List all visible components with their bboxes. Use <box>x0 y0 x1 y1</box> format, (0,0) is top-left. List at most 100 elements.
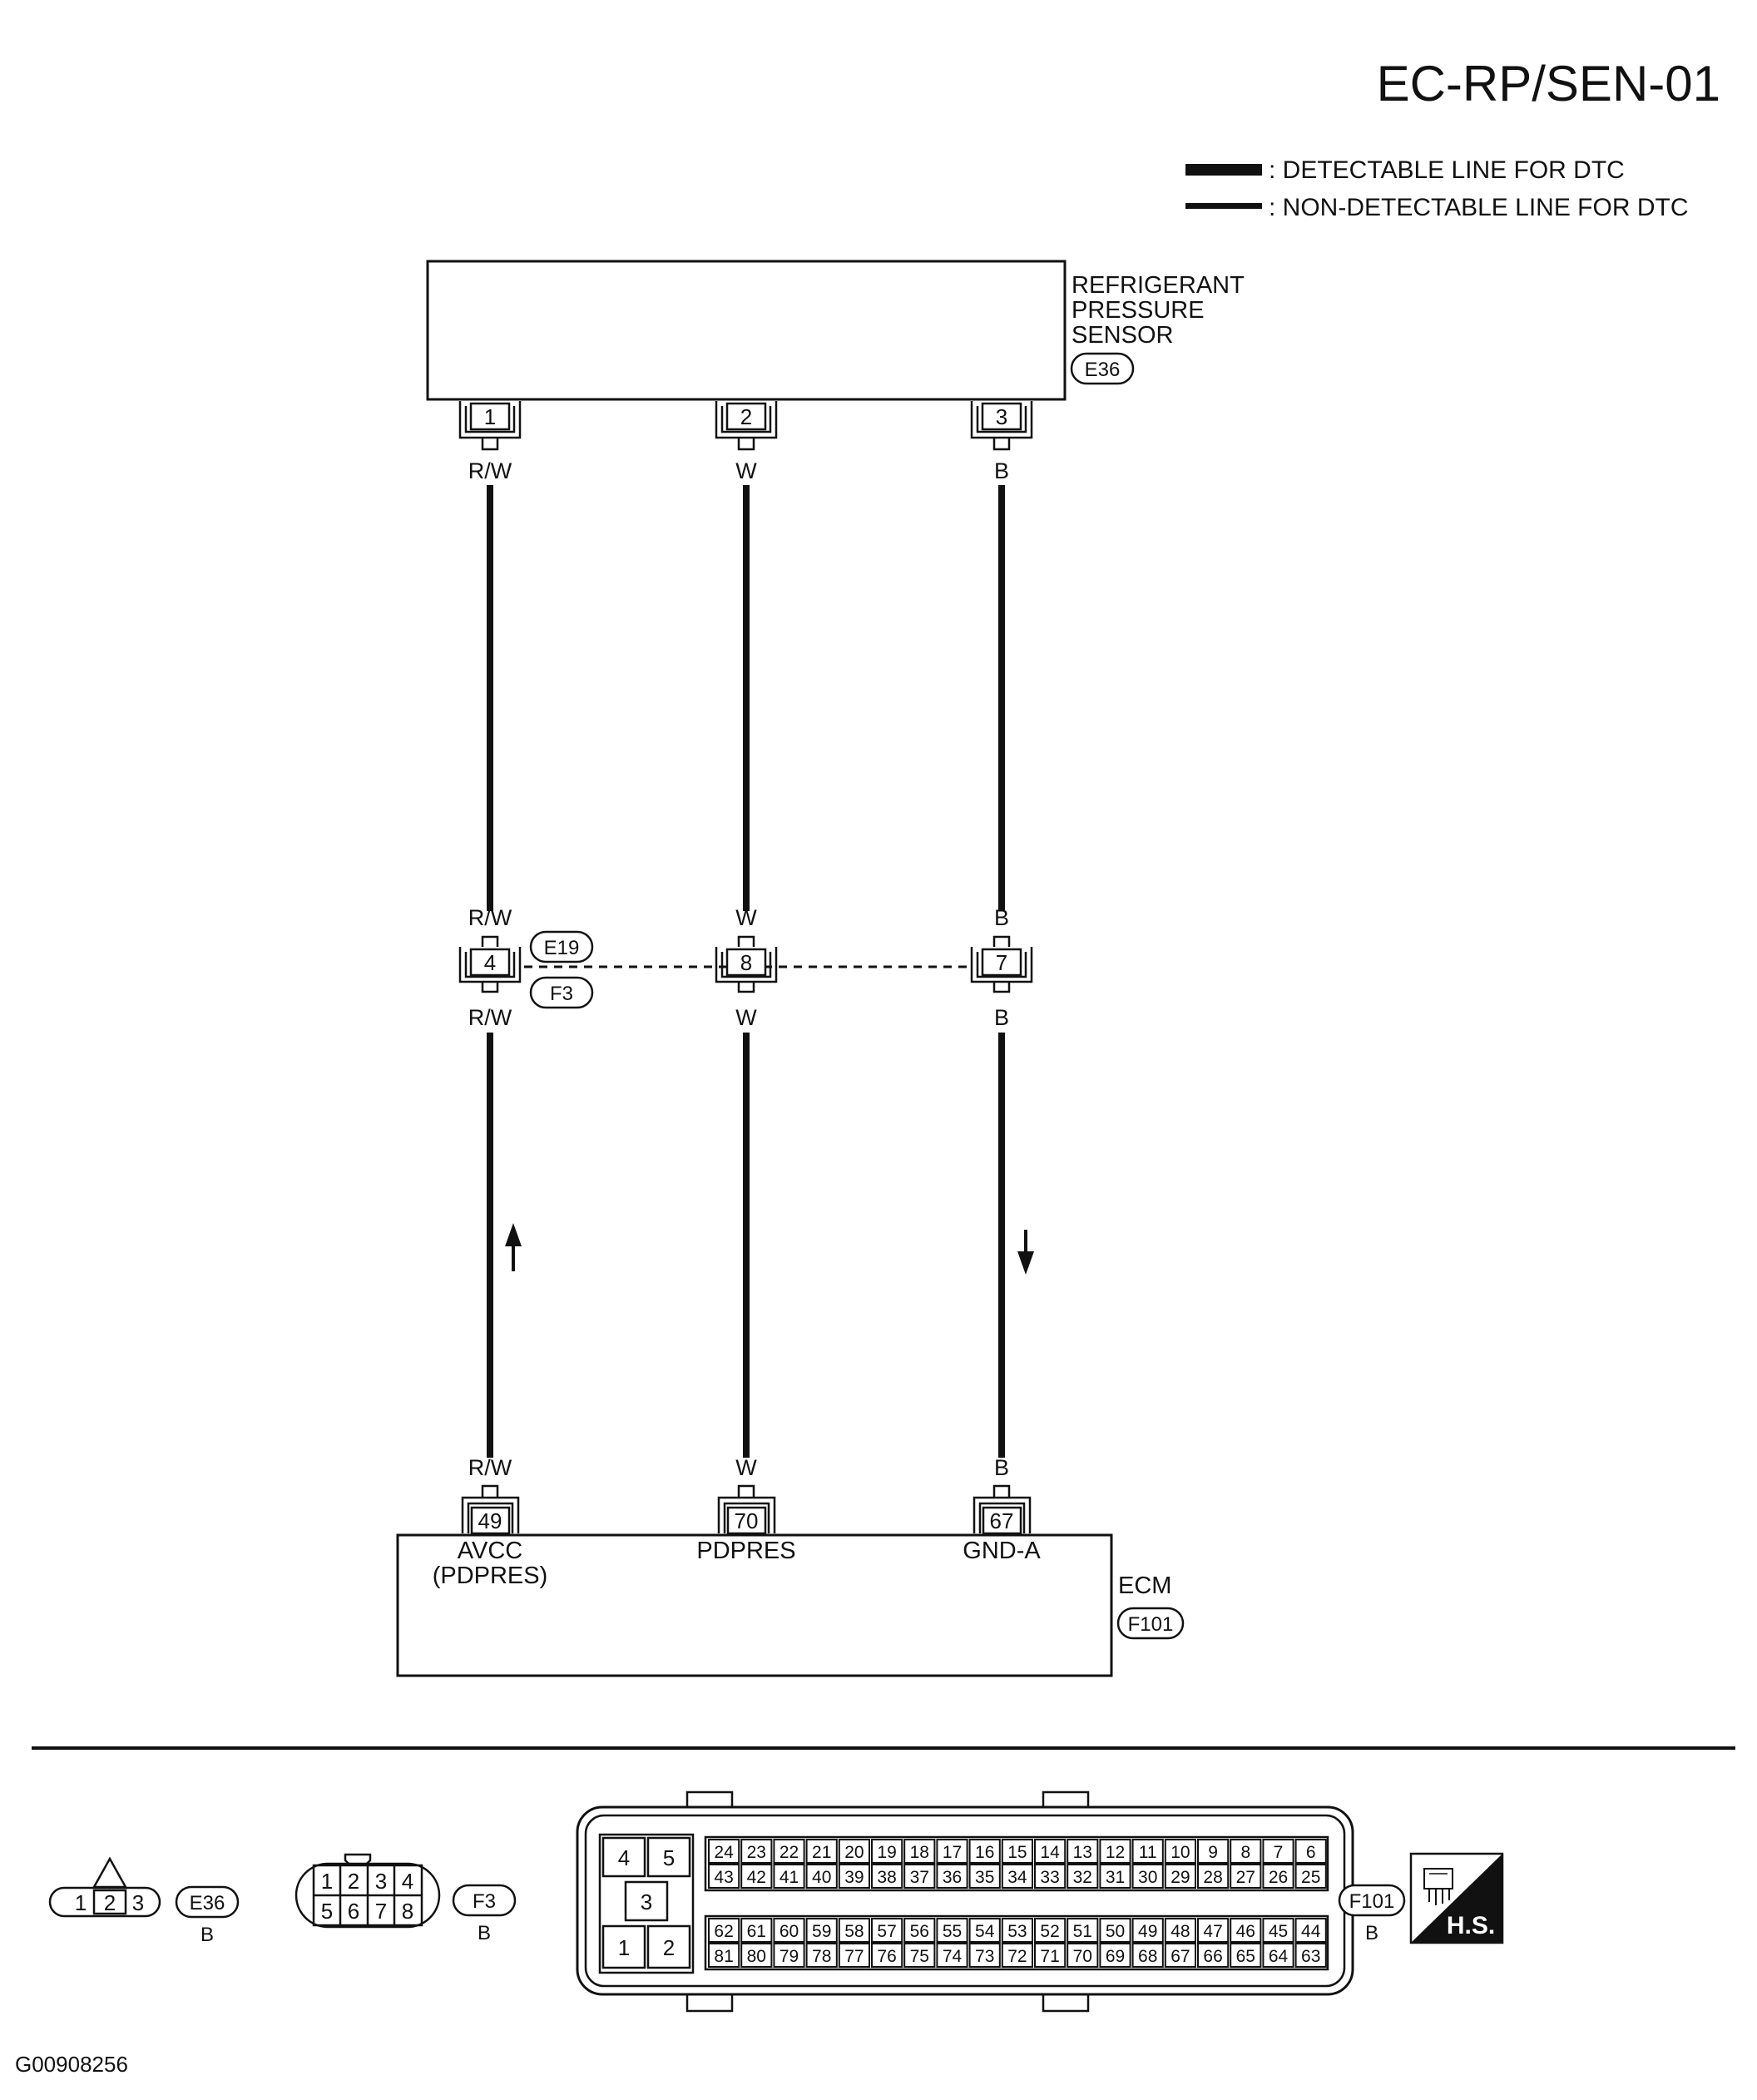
f101-pin-cell <box>740 1864 773 1889</box>
f101-pin-55: 55 <box>943 1922 962 1941</box>
f101-pin-cell <box>1262 1864 1294 1889</box>
f101-pin-10: 10 <box>1171 1843 1190 1862</box>
f101-pin-cell <box>805 1918 838 1943</box>
wire-3-color-above-junction: B <box>994 905 1009 930</box>
f101-pin-cell <box>1034 1864 1067 1889</box>
f101-pin-81: 81 <box>714 1947 733 1966</box>
f101-block-pin-2: 2 <box>663 1935 675 1960</box>
f101-pin-cell <box>708 1918 740 1943</box>
f101-pin-26: 26 <box>1269 1868 1288 1887</box>
f101-pin-cell <box>805 1943 838 1968</box>
ecm: AVCC (PDPRES) PDPRES GND-A ECM F101 <box>396 1533 1185 1677</box>
f101-pin-54: 54 <box>975 1922 995 1941</box>
f3-pin-7: 7 <box>375 1899 387 1924</box>
sensor-pin-2-label: 2 <box>740 404 752 429</box>
legend-thin-line-swatch <box>1185 203 1262 209</box>
junction-pin-8-label: 8 <box>740 950 752 975</box>
f101-pin-cell <box>1230 1839 1262 1864</box>
junction-connector-e19-label: E19 <box>544 937 580 959</box>
f101-pin-73: 73 <box>975 1947 994 1966</box>
ecm-pin-67: 67 <box>973 1484 1032 1535</box>
f101-pin-cell <box>936 1918 968 1943</box>
f101-pin-cell <box>1294 1943 1327 1968</box>
f101-pin-44: 44 <box>1301 1922 1321 1941</box>
f101-pin-cell <box>773 1839 805 1864</box>
f101-pin-cell <box>1099 1839 1131 1864</box>
f101-pin-35: 35 <box>975 1868 994 1887</box>
f101-pin-cell <box>773 1864 805 1889</box>
f101-pin-28: 28 <box>1203 1868 1222 1887</box>
sensor-name-line-3: SENSOR <box>1072 322 1173 349</box>
sensor-box <box>426 260 1067 401</box>
f101-pin-cell <box>1099 1864 1131 1889</box>
f101-pin-40: 40 <box>812 1868 831 1887</box>
f101-pin-25: 25 <box>1301 1868 1320 1887</box>
junction-pin-8: 8 <box>715 935 778 993</box>
e36-key-icon <box>92 1856 128 1889</box>
f101-pin-50: 50 <box>1106 1922 1125 1941</box>
f101-pin-cell <box>968 1918 1001 1943</box>
f101-block-pin-3: 3 <box>641 1890 652 1914</box>
f101-pin-cell <box>1001 1864 1034 1889</box>
f3-pin-1: 1 <box>321 1869 333 1894</box>
legend-thick-line-swatch <box>1185 164 1262 176</box>
f101-pin-38: 38 <box>877 1868 896 1887</box>
f101-pin-cell <box>773 1918 805 1943</box>
ecm-pin-70: 70 <box>717 1484 776 1535</box>
ecm-pin-49-label: 49 <box>478 1508 502 1533</box>
f101-pin-58: 58 <box>844 1922 864 1941</box>
f101-pin-56: 56 <box>910 1922 929 1941</box>
f101-pin-cell <box>1067 1864 1099 1889</box>
legend: : DETECTABLE LINE FOR DTC : NON-DETECTAB… <box>1185 156 1689 221</box>
f101-pin-cell <box>838 1839 870 1864</box>
f101-pin-78: 78 <box>812 1947 831 1966</box>
f101-pin-cell <box>740 1943 773 1968</box>
f101-pin-cell <box>1001 1918 1034 1943</box>
f101-block-pin-1: 1 <box>618 1935 630 1960</box>
sensor-pin-1-label: 1 <box>484 404 496 429</box>
ecm-pin-67-signal: GND-A <box>963 1538 1041 1564</box>
e36-connector-id: E36 <box>190 1892 225 1914</box>
f101-pin-cell <box>903 1839 936 1864</box>
f101-pin-cell <box>871 1918 903 1943</box>
f101-pin-cell <box>740 1918 773 1943</box>
f101-block-pin-5: 5 <box>663 1845 675 1870</box>
f101-pin-70: 70 <box>1073 1947 1092 1966</box>
f101-pin-cell <box>1197 1918 1230 1943</box>
f101-pin-37: 37 <box>910 1868 929 1887</box>
f101-pin-cell <box>773 1943 805 1968</box>
harness-connector-icon <box>1423 1868 1453 1905</box>
f101-pin-cell <box>1164 1864 1197 1889</box>
f101-pin-cell <box>740 1839 773 1864</box>
ecm-pin-70-label: 70 <box>735 1508 759 1533</box>
f101-pin-cell <box>1001 1943 1034 1968</box>
f101-pin-49: 49 <box>1138 1922 1157 1941</box>
f101-pin-69: 69 <box>1106 1947 1125 1966</box>
f101-pin-cell <box>903 1864 936 1889</box>
f101-pin-30: 30 <box>1138 1868 1157 1887</box>
f3-pin-2: 2 <box>348 1869 359 1894</box>
ecm-pin-49: 49 <box>461 1484 520 1535</box>
sensor-name-line-1: REFRIGERANT <box>1072 272 1245 299</box>
f101-pin-18: 18 <box>910 1843 929 1862</box>
junction-connector-e19: E19 <box>529 930 594 963</box>
f101-pin-cell <box>838 1864 870 1889</box>
wire-2-color-above-junction: W <box>735 905 757 930</box>
f101-pin-cell <box>871 1864 903 1889</box>
figure-id: G00908256 <box>15 2052 128 2077</box>
f101-pin-cell <box>1164 1918 1197 1943</box>
junction-pin-4-label: 4 <box>484 950 496 975</box>
f101-pin-cell <box>1164 1943 1197 1968</box>
wire-3-color-bottom: B <box>994 1455 1009 1480</box>
wire-3-color-top: B <box>994 458 1009 483</box>
f101-pin-59: 59 <box>812 1922 831 1941</box>
f101-pin-cell <box>838 1943 870 1968</box>
f101-pin-12: 12 <box>1106 1843 1125 1862</box>
f101-pin-77: 77 <box>844 1947 864 1966</box>
f101-pin-6: 6 <box>1306 1843 1316 1862</box>
f101-pin-cell <box>1131 1918 1164 1943</box>
f101-pin-27: 27 <box>1236 1868 1255 1887</box>
ecm-pin-49-signal-line-2: (PDPRES) <box>433 1563 548 1589</box>
